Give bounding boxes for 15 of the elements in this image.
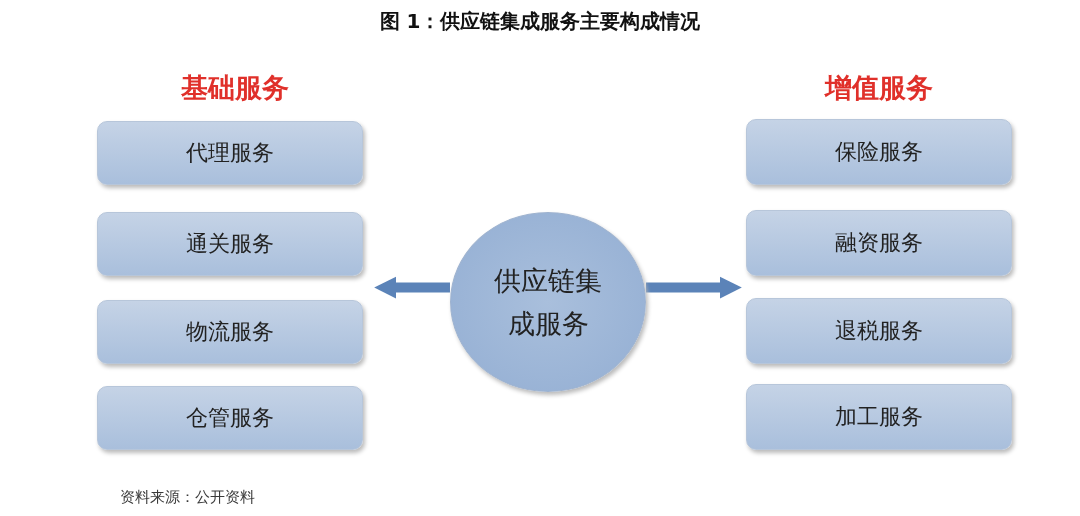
title: 图 1：供应链集成服务主要构成情况 [379, 9, 701, 33]
service-box: 仓管服务 [97, 386, 363, 450]
service-box: 代理服务 [97, 121, 363, 185]
source-note: 资料来源：公开资料 [120, 488, 255, 506]
column-heading: 基础服务 [180, 71, 290, 105]
center-circle: 供应链集成服务 [450, 212, 646, 392]
arrow [374, 276, 450, 299]
service-box: 融资服务 [746, 210, 1012, 276]
service-box: 通关服务 [97, 212, 363, 276]
service-box: 加工服务 [746, 384, 1012, 450]
column-heading: 增值服务 [823, 71, 934, 105]
service-box: 退税服务 [746, 298, 1012, 364]
arrow [646, 276, 742, 299]
service-box: 保险服务 [746, 119, 1012, 185]
service-box: 物流服务 [97, 300, 363, 364]
